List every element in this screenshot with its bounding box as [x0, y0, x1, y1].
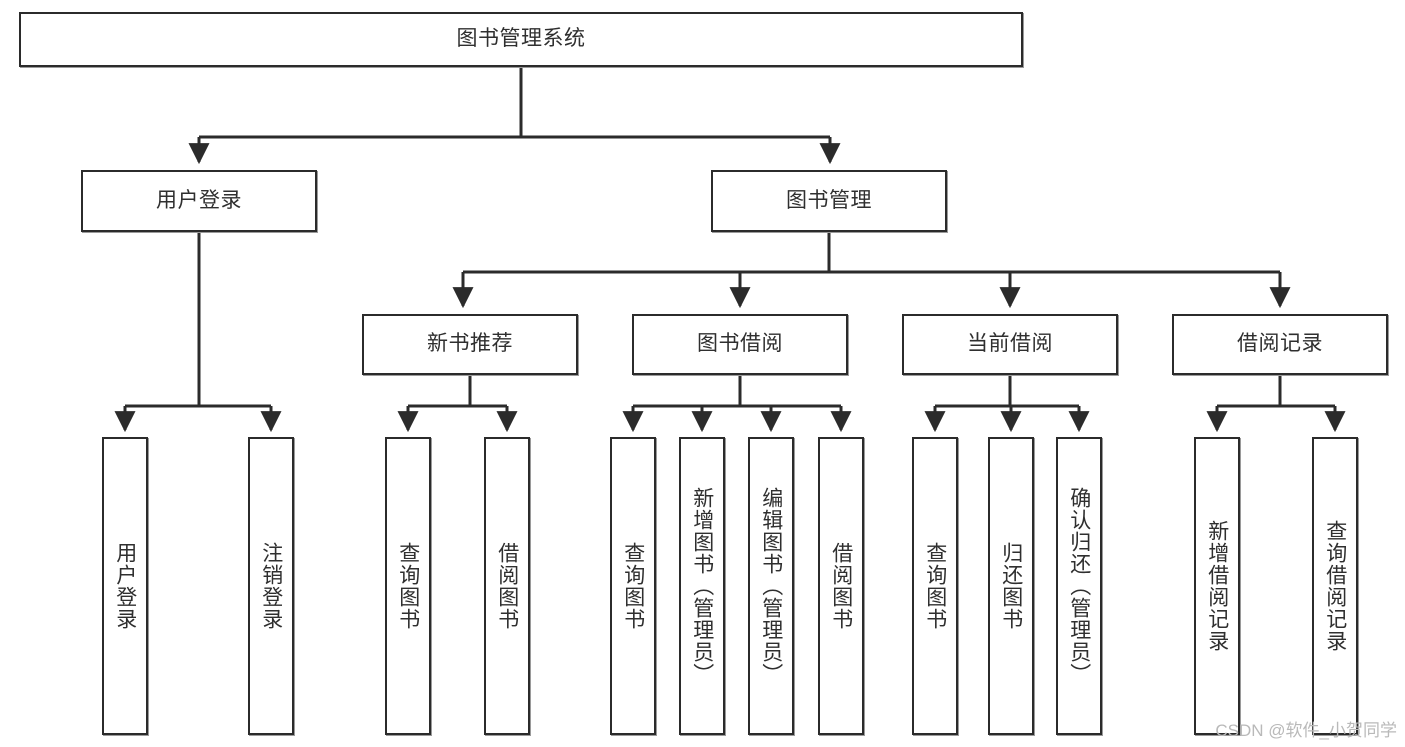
node-leaf-confirm-return-admin-label: 确认归还（管理员）: [1067, 487, 1091, 685]
node-book-manage-label: 图书管理: [786, 188, 872, 212]
node-book-borrow[interactable]: 图书借阅: [632, 314, 848, 375]
node-root-label: 图书管理系统: [456, 27, 586, 51]
node-leaf-return-book-label: 归还图书: [999, 542, 1023, 630]
node-leaf-query-book-borrow[interactable]: 查询图书: [610, 437, 656, 735]
node-leaf-user-login-label: 用户登录: [113, 542, 137, 630]
node-user-login-label: 用户登录: [156, 188, 242, 212]
node-leaf-add-borrow-record-label: 新增借阅记录: [1205, 520, 1229, 652]
node-book-borrow-label: 图书借阅: [697, 332, 783, 356]
node-leaf-return-book[interactable]: 归还图书: [988, 437, 1034, 735]
node-new-book-recommend[interactable]: 新书推荐: [362, 314, 578, 375]
node-leaf-user-logout[interactable]: 注销登录: [248, 437, 294, 735]
node-root[interactable]: 图书管理系统: [19, 12, 1023, 67]
node-leaf-query-book-borrow-label: 查询图书: [621, 542, 645, 630]
node-leaf-query-book-recommend-label: 查询图书: [396, 542, 420, 630]
node-leaf-query-book-recommend[interactable]: 查询图书: [385, 437, 431, 735]
node-leaf-borrow-book-recommend-label: 借阅图书: [495, 542, 519, 630]
node-borrow-record[interactable]: 借阅记录: [1172, 314, 1388, 375]
node-user-login[interactable]: 用户登录: [81, 170, 317, 232]
node-leaf-borrow-book[interactable]: 借阅图书: [818, 437, 864, 735]
node-leaf-borrow-book-recommend[interactable]: 借阅图书: [484, 437, 530, 735]
node-leaf-add-book-admin[interactable]: 新增图书（管理员）: [679, 437, 725, 735]
node-leaf-user-login[interactable]: 用户登录: [102, 437, 148, 735]
csdn-watermark: CSDN @软件_小贺同学: [1215, 721, 1397, 740]
node-current-borrow[interactable]: 当前借阅: [902, 314, 1118, 375]
node-leaf-edit-book-admin-label: 编辑图书（管理员）: [759, 487, 783, 685]
node-leaf-add-borrow-record[interactable]: 新增借阅记录: [1194, 437, 1240, 735]
node-leaf-edit-book-admin[interactable]: 编辑图书（管理员）: [748, 437, 794, 735]
node-leaf-query-book-current-label: 查询图书: [923, 542, 947, 630]
node-borrow-record-label: 借阅记录: [1237, 332, 1323, 356]
node-leaf-borrow-book-label: 借阅图书: [829, 542, 853, 630]
node-current-borrow-label: 当前借阅: [967, 332, 1053, 356]
node-book-manage[interactable]: 图书管理: [711, 170, 947, 232]
node-leaf-query-borrow-record-label: 查询借阅记录: [1323, 520, 1347, 652]
node-leaf-query-borrow-record[interactable]: 查询借阅记录: [1312, 437, 1358, 735]
node-leaf-query-book-current[interactable]: 查询图书: [912, 437, 958, 735]
node-leaf-confirm-return-admin[interactable]: 确认归还（管理员）: [1056, 437, 1102, 735]
node-leaf-add-book-admin-label: 新增图书（管理员）: [690, 487, 714, 685]
node-leaf-user-logout-label: 注销登录: [259, 542, 283, 630]
node-new-book-recommend-label: 新书推荐: [427, 332, 513, 356]
